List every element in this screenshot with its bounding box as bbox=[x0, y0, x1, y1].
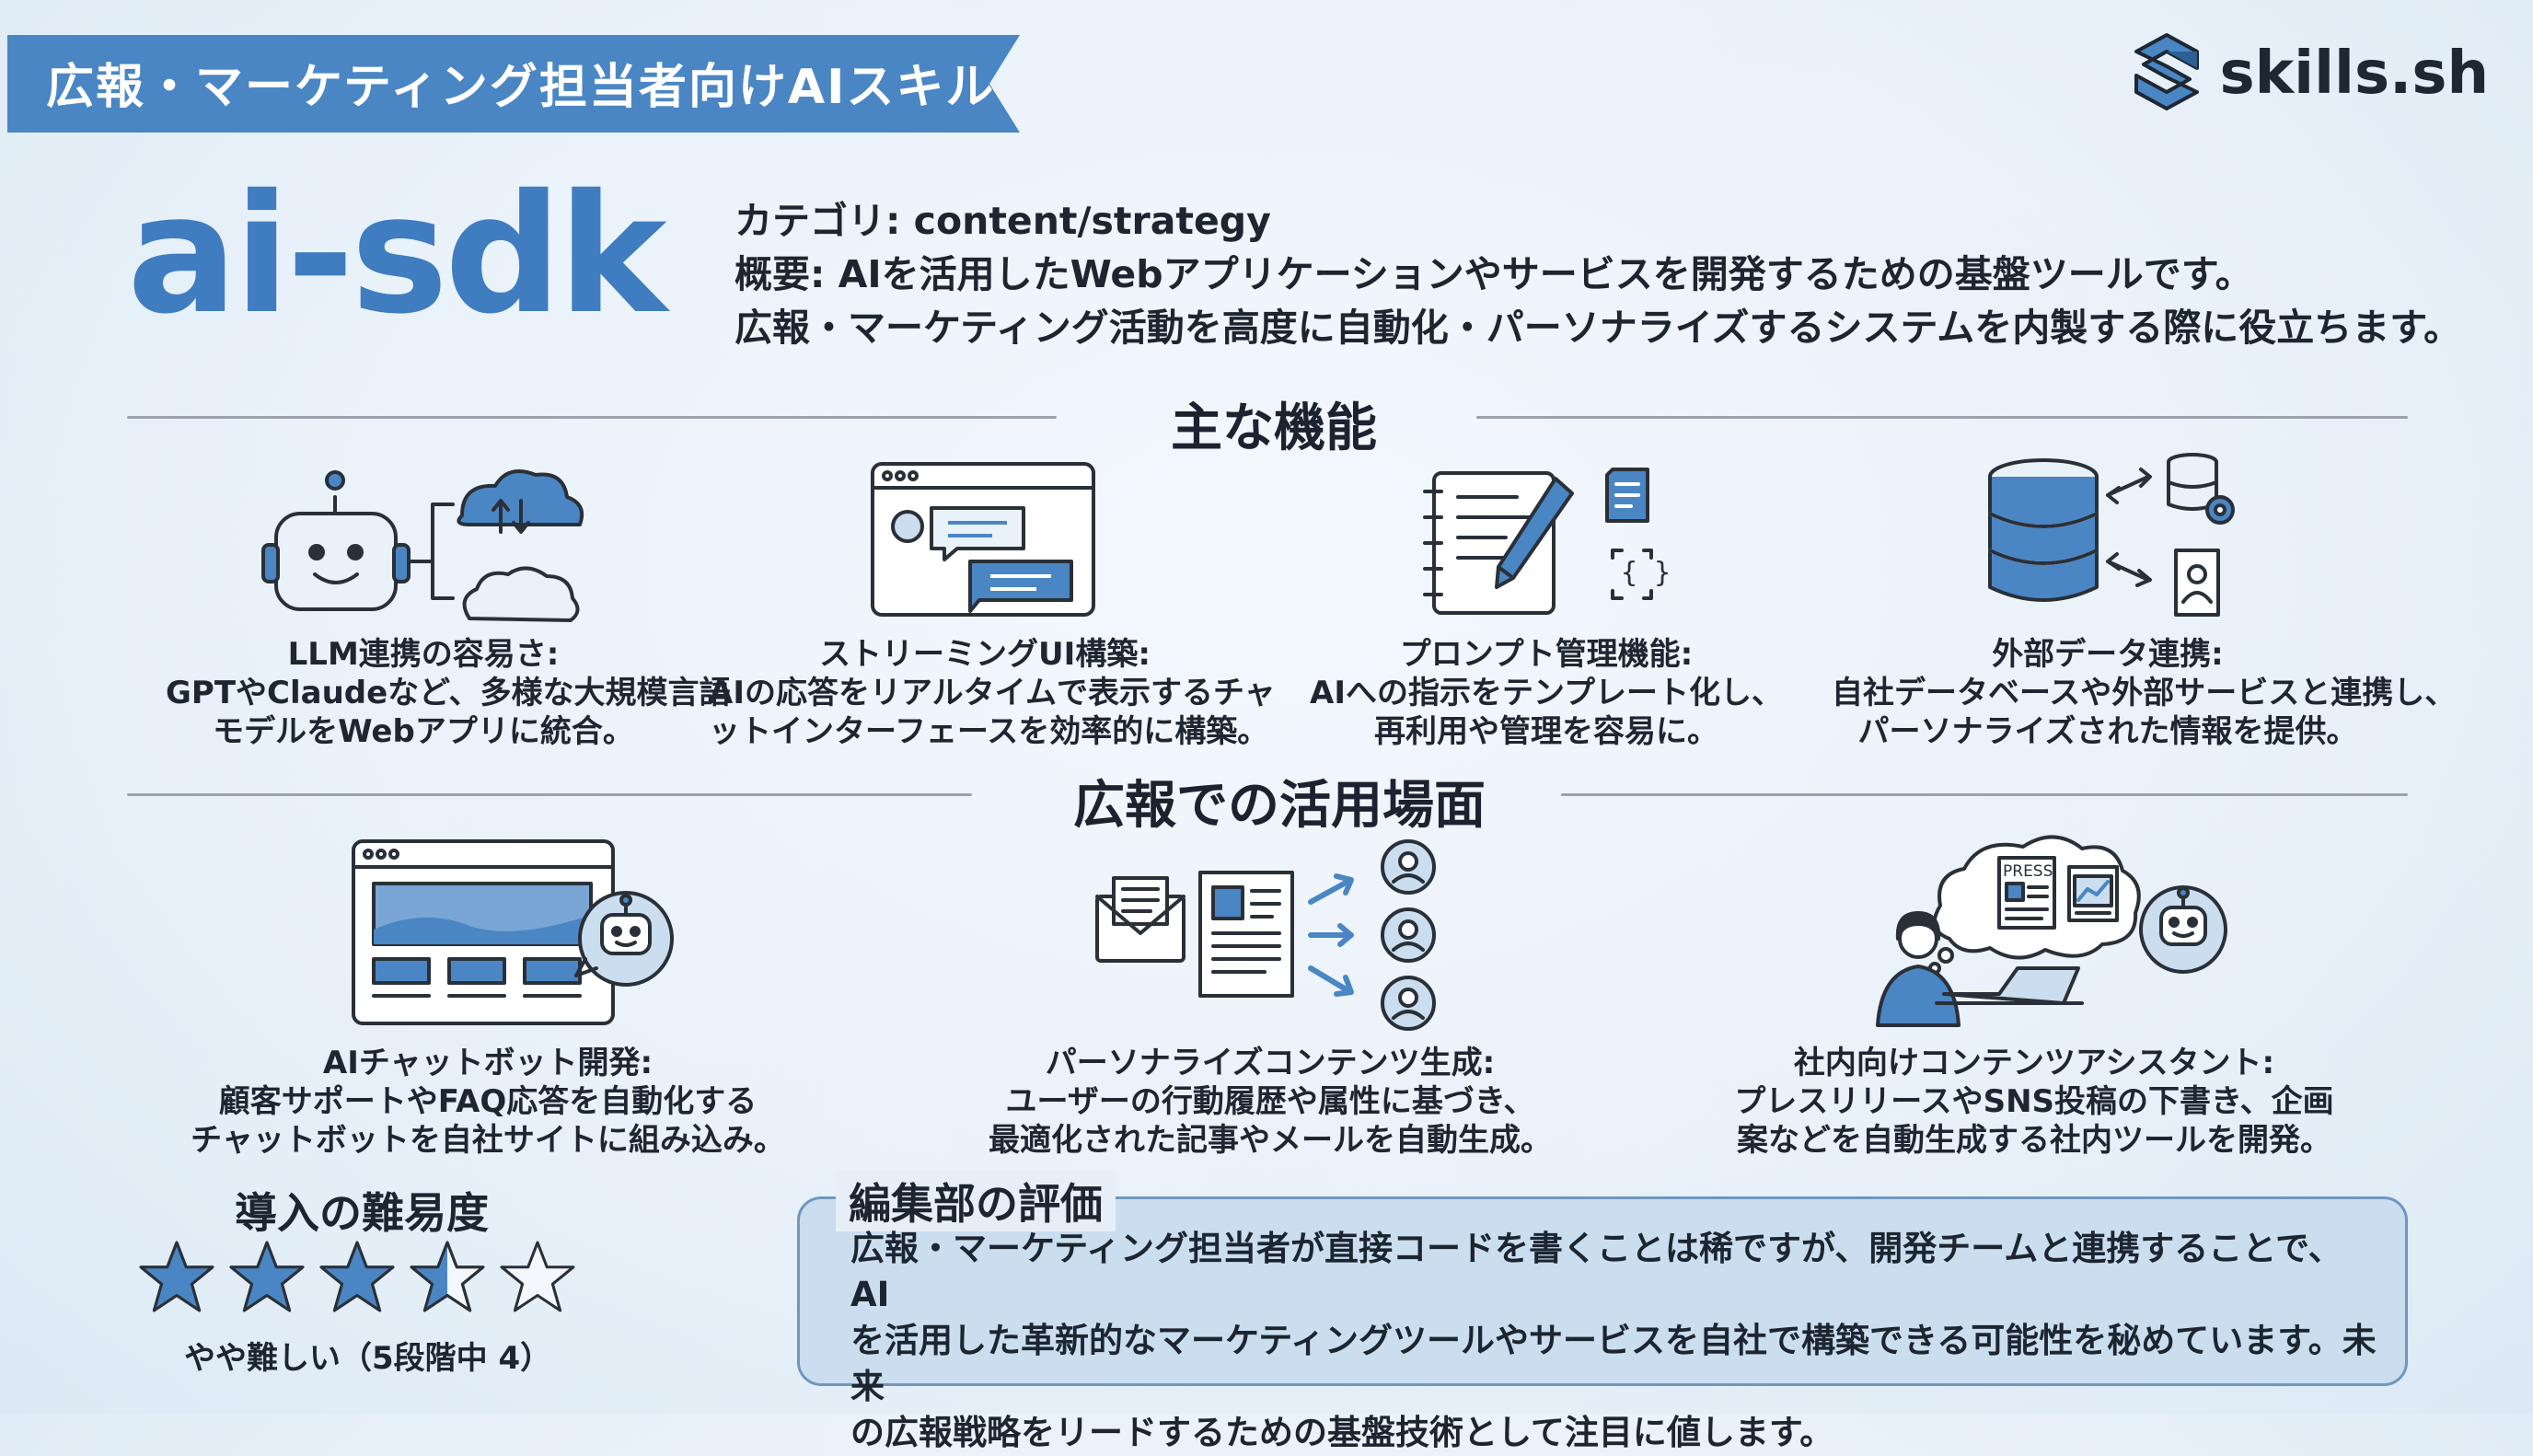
skill-summary-line-1: 概要: AIを活用したWebアプリケーションやサービスを開発するための基盤ツール… bbox=[734, 252, 2253, 296]
brand-name: skills.sh bbox=[2219, 40, 2489, 108]
s-logo-icon bbox=[2131, 31, 2203, 116]
feature-streaming: ストリーミングUI構築: AIの応答をリアルタイムで表示するチャ ットインターフ… bbox=[709, 635, 1276, 751]
notebook-pencil-icon: { } bbox=[1417, 460, 1675, 622]
use-case-chatbot: AIチャットボット開発: 顧客サポートやFAQ応答を自動化する チャットボットを… bbox=[184, 1044, 792, 1160]
use-cases-title: 広報での活用場面 bbox=[1073, 776, 1486, 836]
feature-text: モデルをWebアプリに統合。 bbox=[213, 713, 634, 750]
press-label: PRESS bbox=[2003, 862, 2053, 881]
star-icon bbox=[500, 1241, 575, 1312]
use-case-personalized: パーソナライズコンテンツ生成: ユーザーの行動履歴や属性に基づき、 最適化された… bbox=[966, 1044, 1574, 1160]
database-sync-icon bbox=[1979, 449, 2255, 628]
feature-text: 自社データベースや外部サービスと連携し、 bbox=[1832, 675, 2457, 711]
feature-heading: 外部データ連携: bbox=[1992, 636, 2224, 673]
star-icon bbox=[410, 1241, 485, 1312]
chat-window-icon bbox=[869, 460, 1099, 622]
banner-title: 広報・マーケティング担当者向けAIスキル bbox=[46, 60, 996, 115]
feature-heading: LLM連携の容易さ: bbox=[287, 636, 560, 673]
divider bbox=[1476, 416, 2408, 419]
star-icon bbox=[319, 1241, 395, 1312]
skill-summary-line-2: 広報・マーケティング活動を高度に自動化・パーソナライズするシステムを内製する際に… bbox=[734, 306, 2462, 350]
chatbot-website-icon bbox=[350, 838, 681, 1034]
star-icon bbox=[139, 1241, 214, 1312]
feature-llm: LLM連携の容易さ: GPTやClaudeなど、多様な大規模言語 モデルをWeb… bbox=[166, 635, 731, 751]
review-line: 広報・マーケティング担当者が直接コードを書くことは稀ですが、開発チームと連携する… bbox=[850, 1229, 2342, 1314]
difficulty-rating bbox=[138, 1239, 576, 1314]
feature-external-data: 外部データ連携: 自社データベースや外部サービスと連携し、 パーソナライズされた… bbox=[1832, 635, 2457, 751]
skill-name: ai-sdk bbox=[127, 159, 667, 350]
feature-prompt: プロンプト管理機能: AIへの指示をテンプレート化し、 再利用や管理を容易に。 bbox=[1289, 635, 1804, 751]
use-case-text: チャットボットを自社サイトに組み込み。 bbox=[191, 1122, 785, 1159]
divider bbox=[127, 793, 972, 796]
use-case-heading: AIチャットボット開発: bbox=[322, 1045, 653, 1081]
header-banner bbox=[7, 35, 1020, 133]
feature-text: パーソナライズされた情報を提供。 bbox=[1857, 713, 2358, 750]
use-case-text: 最適化された記事やメールを自動生成。 bbox=[989, 1122, 1552, 1159]
feature-heading: プロンプト管理機能: bbox=[1399, 636, 1694, 673]
feature-text: 再利用や管理を容易に。 bbox=[1374, 713, 1718, 750]
star-icon bbox=[229, 1241, 305, 1312]
review-line: を活用した革新的なマーケティングツールやサービスを自社で構築できる可能性を秘めて… bbox=[850, 1321, 2377, 1406]
feature-text: ットインターフェースを効率的に構築。 bbox=[709, 713, 1269, 750]
use-case-heading: パーソナライズコンテンツ生成: bbox=[1045, 1045, 1496, 1081]
use-case-assistant: 社内向けコンテンツアシスタント: プレスリリースやSNS投稿の下書き、企画 案な… bbox=[1712, 1044, 2356, 1160]
review-title: 編集部の評価 bbox=[836, 1171, 1116, 1231]
personalized-content-icon bbox=[1092, 836, 1441, 1036]
use-case-text: 案などを自動生成する社内ツールを開発。 bbox=[1737, 1122, 2331, 1159]
svg-text:{ }: { } bbox=[1621, 557, 1671, 589]
robot-cloud-icon bbox=[260, 460, 591, 630]
feature-text: GPTやClaudeなど、多様な大規模言語 bbox=[166, 675, 731, 711]
brand[interactable]: skills.sh bbox=[2131, 31, 2489, 116]
divider bbox=[1561, 793, 2408, 796]
feature-text: AIへの指示をテンプレート化し、 bbox=[1310, 675, 1783, 711]
use-case-text: 顧客サポートやFAQ応答を自動化する bbox=[218, 1083, 758, 1120]
skill-category: カテゴリ: content/strategy bbox=[734, 199, 1271, 243]
assistant-press-icon: PRESS bbox=[1861, 828, 2248, 1034]
divider bbox=[127, 416, 1057, 419]
use-case-heading: 社内向けコンテンツアシスタント: bbox=[1793, 1045, 2275, 1081]
difficulty-label: やや難しい（5段階中 4） bbox=[184, 1340, 552, 1377]
use-case-text: ユーザーの行動履歴や属性に基づき、 bbox=[1005, 1083, 1535, 1120]
difficulty-title: 導入の難易度 bbox=[235, 1188, 489, 1238]
feature-heading: ストリーミングUI構築: bbox=[819, 636, 1151, 673]
review-line: の広報戦略をリードするための基盤技術として注目に値します。 bbox=[850, 1413, 1834, 1452]
features-title: 主な機能 bbox=[1171, 399, 1377, 458]
feature-text: AIの応答をリアルタイムで表示するチャ bbox=[709, 675, 1276, 711]
review-body: 広報・マーケティング担当者が直接コードを書くことは稀ですが、開発チームと連携する… bbox=[850, 1226, 2378, 1456]
use-case-text: プレスリリースやSNS投稿の下書き、企画 bbox=[1734, 1083, 2334, 1120]
